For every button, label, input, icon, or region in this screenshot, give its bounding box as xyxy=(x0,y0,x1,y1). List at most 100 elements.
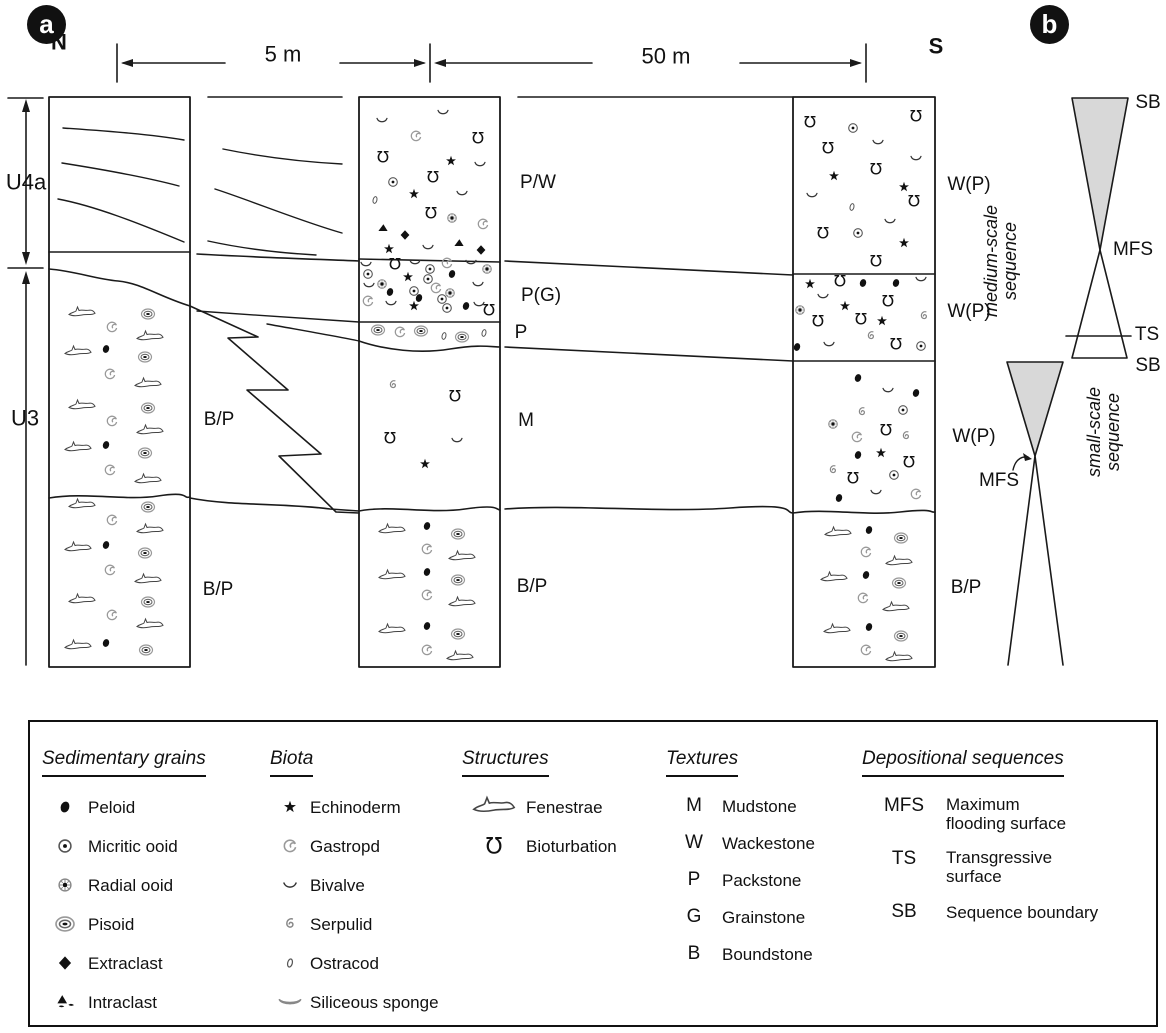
fenestrae-icon xyxy=(64,638,92,650)
micritic-ooid-icon xyxy=(437,294,447,304)
echinoderm-icon xyxy=(420,458,430,469)
svg-text:Ʊ: Ʊ xyxy=(472,129,484,148)
bioturbation-icon: Ʊ xyxy=(880,421,892,440)
legend-abbr: G xyxy=(686,906,702,927)
ostracod-icon xyxy=(372,196,378,204)
micritic-ooid-icon xyxy=(848,123,858,133)
gastropod-icon xyxy=(421,543,433,555)
scale-arrowhead xyxy=(434,59,446,67)
fenestrae-icon xyxy=(448,595,476,607)
u4a-arrowhead-up xyxy=(22,99,30,112)
echinoderm-icon xyxy=(840,300,850,311)
scale-arrowhead xyxy=(414,59,426,67)
peloid-icon xyxy=(448,270,456,278)
legend-item: Siliceous sponge xyxy=(270,990,457,1014)
svg-text:Ʊ: Ʊ xyxy=(834,272,846,291)
u4a-arrowhead-down xyxy=(22,252,30,265)
bivalve-icon xyxy=(437,109,449,115)
bioturbation-icon: Ʊ xyxy=(855,310,867,329)
bivalve-icon xyxy=(422,244,434,250)
echinoderm-icon xyxy=(270,795,310,819)
siliceous-sponge-icon xyxy=(270,990,310,1014)
fenestrae-icon xyxy=(68,497,96,509)
south-wp3-base-wavy xyxy=(792,509,936,514)
peloid-icon xyxy=(102,541,110,549)
ostracod-icon xyxy=(270,951,310,975)
legend-label: Wackestone xyxy=(722,833,815,853)
bioturbation-icon: Ʊ xyxy=(377,148,389,167)
bivalve-icon xyxy=(409,259,421,265)
micritic-ooid-icon xyxy=(916,341,926,351)
echinoderm-icon xyxy=(899,181,909,192)
bioturbation-icon: Ʊ xyxy=(870,160,882,179)
micritic-ooid-icon xyxy=(898,405,908,415)
scale-arrowhead xyxy=(850,59,862,67)
peloid-icon xyxy=(42,795,88,819)
pisoid-icon xyxy=(450,574,466,586)
gastropod-icon xyxy=(477,218,489,230)
legend-label: Bioturbation xyxy=(526,836,617,856)
legend-item: Lingulid brachiopod xyxy=(270,1029,457,1033)
pisoid-icon xyxy=(137,351,153,363)
svg-text:Ʊ: Ʊ xyxy=(812,312,824,331)
gastropod-icon xyxy=(430,282,442,294)
south-column-outline xyxy=(792,96,936,668)
mfs-correlation-wavy xyxy=(504,505,794,514)
legend-item: Extraclast xyxy=(42,951,206,975)
fenestrae-icon xyxy=(824,525,852,537)
ostracod-icon xyxy=(441,332,447,340)
micritic-ooid-icon xyxy=(853,228,863,238)
gastropod-icon xyxy=(860,644,872,656)
bp-correlation-wavy xyxy=(189,497,360,512)
scale-arrowhead xyxy=(121,59,133,67)
gastropod-icon xyxy=(394,326,406,338)
serpulid-icon xyxy=(867,331,875,340)
lingulid-brachiopod-icon xyxy=(270,1029,310,1033)
serpulid-icon xyxy=(829,465,837,474)
gastropod-icon xyxy=(860,546,872,558)
pisoid-icon xyxy=(413,325,429,337)
legend-label: Grainstone xyxy=(722,907,806,927)
radial-ooid-icon xyxy=(482,264,492,274)
pisoid-icon xyxy=(450,628,466,640)
bioturbation-icon: Ʊ xyxy=(817,224,829,243)
intraclast-icon xyxy=(42,990,88,1014)
ostracod-icon xyxy=(849,203,855,211)
fenestrae-icon xyxy=(820,570,848,582)
pg-correlation-line xyxy=(196,310,360,323)
bioturbation-icon: Ʊ xyxy=(427,168,439,187)
north-bp-divider-wavy xyxy=(48,493,191,499)
bioturbation-icon: Ʊ xyxy=(910,107,922,126)
serpulid-icon xyxy=(270,912,310,936)
bivalve-icon xyxy=(823,341,835,347)
gastropod-icon xyxy=(106,415,118,427)
gastropod-icon xyxy=(270,834,310,858)
echinoderm-icon xyxy=(877,315,887,326)
legend-abbr: B xyxy=(687,943,701,964)
legend-header: Textures xyxy=(666,748,739,777)
bioturbation-icon: Ʊ xyxy=(834,272,846,291)
mfs-small-label: MFS xyxy=(978,470,1020,492)
legend-label: Mudstone xyxy=(722,796,797,816)
svg-text:Ʊ: Ʊ xyxy=(449,387,461,406)
bioturbation-icon: Ʊ xyxy=(847,469,859,488)
fenestrae-icon xyxy=(64,540,92,552)
texture-label-wp1: W(P) xyxy=(947,174,991,196)
sb-top-label: SB xyxy=(1135,92,1161,114)
fenestrae-icon xyxy=(446,649,474,661)
extraclast-icon xyxy=(42,951,88,975)
gastropod-icon xyxy=(106,321,118,333)
bioturbation-icon: Ʊ xyxy=(449,387,461,406)
legend-item: Pisoid xyxy=(42,912,206,936)
bivalve-icon xyxy=(915,276,927,282)
gastropod-icon xyxy=(410,130,422,142)
gap-bedding-lines xyxy=(207,148,343,256)
gastropod-icon xyxy=(106,609,118,621)
mfs-pointer-arrowhead xyxy=(1023,453,1032,461)
micritic-ooid-icon xyxy=(42,834,88,858)
